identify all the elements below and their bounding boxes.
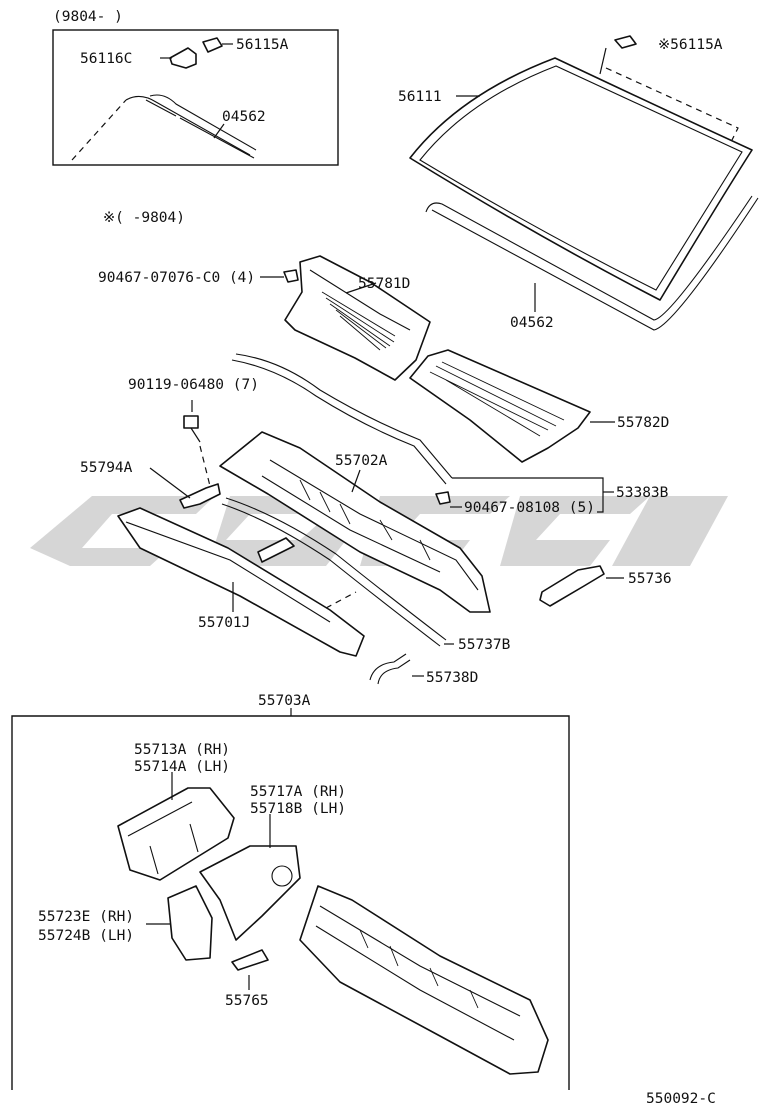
inset-box: (9804- ) bbox=[52, 9, 339, 166]
label-55713a: 55713A (RH) bbox=[134, 742, 230, 758]
label-55782d: 55782D bbox=[617, 415, 669, 431]
label-04562-main: 04562 bbox=[510, 315, 554, 331]
inset-date-range: (9804- ) bbox=[53, 9, 123, 25]
weatherstrip-upper bbox=[231, 353, 614, 513]
cowl-lower-55701j bbox=[117, 507, 365, 657]
figure-code: 550092-C bbox=[646, 1091, 716, 1107]
label-55723e: 55723E (RH) bbox=[38, 909, 134, 925]
label-55701j: 55701J bbox=[198, 615, 250, 631]
clip-56115a-inset bbox=[202, 37, 223, 53]
label-55703a: 55703A bbox=[258, 693, 311, 709]
label-56115a-top: ※56115A bbox=[658, 37, 723, 53]
label-56115a-inset: 56115A bbox=[236, 37, 289, 53]
weatherstrip-55737b bbox=[221, 497, 454, 647]
label-55736: 55736 bbox=[628, 571, 672, 587]
label-55765: 55765 bbox=[225, 993, 269, 1009]
clip-56115a-top bbox=[614, 35, 637, 49]
label-53383b: 53383B bbox=[616, 485, 669, 501]
windshield-glass bbox=[409, 35, 759, 331]
assembly-box-55703a bbox=[11, 708, 570, 1090]
label-56116c: 56116C bbox=[80, 51, 132, 67]
label-56111: 56111 bbox=[398, 89, 442, 105]
pad-55736 bbox=[539, 565, 624, 607]
bracket-55794a bbox=[149, 467, 221, 509]
label-55737b: 55737B bbox=[458, 637, 511, 653]
cowl-panel-55702a bbox=[219, 431, 491, 613]
label-90467-08108: 90467-08108 (5) bbox=[464, 500, 595, 516]
clip-56116c bbox=[169, 47, 197, 69]
label-55718b: 55718B (LH) bbox=[250, 801, 346, 817]
label-55738d: 55738D bbox=[426, 670, 478, 686]
label-90119-06480: 90119-06480 (7) bbox=[128, 377, 259, 393]
variant-note: ※( -9804) bbox=[103, 210, 185, 226]
cowl-top-right bbox=[409, 349, 615, 463]
label-55702a: 55702A bbox=[335, 453, 388, 469]
bolt-90119 bbox=[183, 400, 211, 487]
label-55794a: 55794A bbox=[80, 460, 133, 476]
label-04562-inset: 04562 bbox=[222, 109, 266, 125]
label-55714a: 55714A (LH) bbox=[134, 759, 230, 775]
cowl-top-left bbox=[260, 255, 431, 381]
label-90467-07076: 90467-07076-C0 (4) bbox=[98, 270, 255, 286]
label-55724b: 55724B (LH) bbox=[38, 928, 134, 944]
label-55781d: 55781D bbox=[358, 276, 410, 292]
screw-90467-08108 bbox=[435, 491, 462, 508]
callout-labels: 56115A 56116C 04562 ※56115A 56111 ※( -98… bbox=[38, 37, 723, 1107]
label-55717a: 55717A (RH) bbox=[250, 784, 346, 800]
hose-55738d bbox=[369, 653, 424, 685]
